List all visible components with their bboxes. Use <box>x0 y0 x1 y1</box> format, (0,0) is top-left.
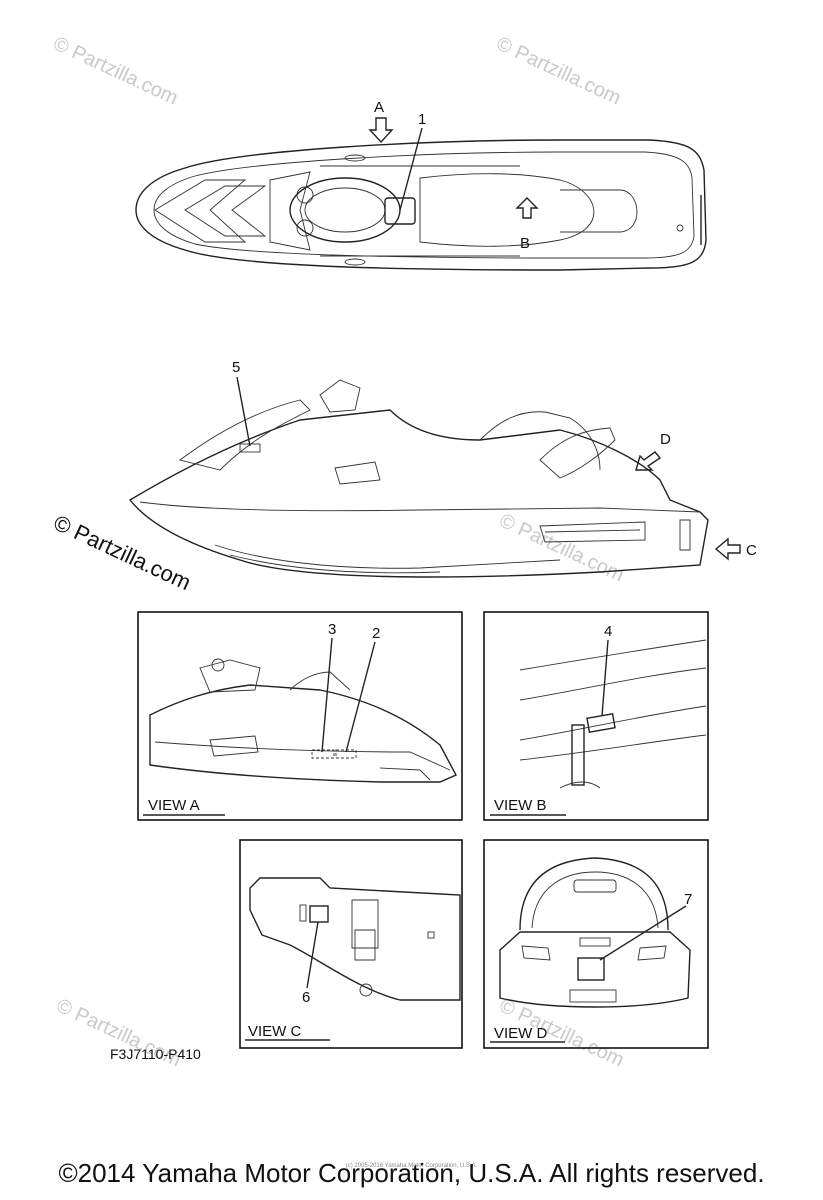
callout-4: 4 <box>601 623 612 717</box>
callout-7: 7 <box>599 891 692 961</box>
view-arrow-label: B <box>520 235 530 252</box>
callout-number: 6 <box>302 989 310 1006</box>
callout-number: 1 <box>418 111 426 128</box>
callout-number: 3 <box>328 621 336 638</box>
view-d-panel: VIEW D <box>483 839 709 1049</box>
view-a-title: VIEW A <box>148 797 200 814</box>
callout-number: 5 <box>232 359 240 376</box>
watermark-text-dark: © Partzilla.com <box>50 510 195 595</box>
view-arrow-a: A <box>368 99 394 144</box>
view-a-panel: VIEW A <box>137 611 463 821</box>
footer-fine-print: (c) 2005-2016 Yamaha Motor Corporation, … <box>345 1163 478 1169</box>
view-arrow-label: A <box>374 99 384 116</box>
top-view-watercraft <box>135 139 707 271</box>
view-arrow-label: D <box>660 431 671 448</box>
view-c-panel: VIEW C <box>239 839 463 1049</box>
callout-1: 1 <box>399 111 426 211</box>
callout-5: 5 <box>232 359 251 447</box>
view-arrow-label: C <box>746 542 757 559</box>
view-d-title: VIEW D <box>494 1025 548 1042</box>
callout-number: 7 <box>684 891 692 908</box>
view-arrow-c: C <box>714 537 757 561</box>
watermark-text: © Partzilla.com <box>50 33 181 110</box>
view-b-title: VIEW B <box>494 797 547 814</box>
view-arrow-d: D <box>635 431 671 471</box>
view-b-panel: VIEW B <box>483 611 709 821</box>
view-c-title: VIEW C <box>248 1023 302 1040</box>
callout-2: 2 <box>345 625 380 753</box>
callout-number: 4 <box>604 623 612 640</box>
callout-3: 3 <box>321 621 336 753</box>
callout-6: 6 <box>302 921 319 1006</box>
diagram-code: F3J7110-P410 <box>110 1046 201 1062</box>
footer-copyright: ©2014 Yamaha Motor Corporation, U.S.A. A… <box>58 1158 765 1188</box>
watermark-text: © Partzilla.com <box>493 33 624 110</box>
side-view-watercraft <box>128 379 709 578</box>
view-arrow-b: B <box>515 197 539 252</box>
callout-number: 2 <box>372 625 380 642</box>
